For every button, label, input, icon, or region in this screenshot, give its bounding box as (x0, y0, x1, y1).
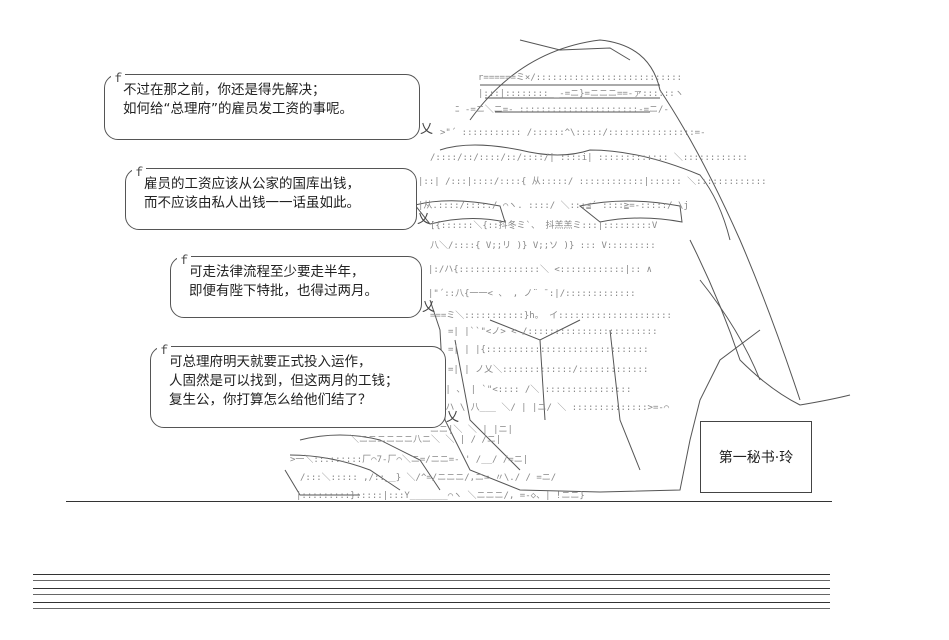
bubble-corner-mark: ｆ (157, 341, 172, 358)
svg-text:>"´ ::::::::::: /::::::^\:::::: >"´ ::::::::::: /::::::^\:::::/:::::::::… (440, 127, 706, 138)
bubble-corner-mark: ｆ (111, 69, 126, 86)
hair-strand-right (689, 239, 851, 406)
bubble-tail: 乂 (416, 212, 430, 227)
bottom-rule-5 (33, 602, 830, 603)
bottom-rule-3 (33, 588, 830, 589)
svg-text:ﾆ -=ニ＼ニ=- ::::::::::::::::::::: ﾆ -=ニ＼ニ=- ::::::::::::::::::::::-=ニ/- (455, 104, 669, 115)
bottom-rule-4 (33, 594, 830, 595)
bubble-4-line-1: 可总理府明天就要正式投入运作， (169, 354, 372, 370)
arm-left-2 (289, 454, 401, 491)
bubble-tail: 乂 (445, 410, 459, 425)
coat-left (454, 339, 521, 471)
svg-text:|:::|:::::::: _-=ニ}=ニニニ==-ァ:::: |:::|:::::::: _-=ニ}=ニニニ==-ァ::::::ヽ (478, 89, 684, 99)
sleeve (284, 469, 360, 496)
coat-right (609, 329, 641, 471)
svg-text:=| |``"<ノ> < /::::::::::::: =| |``"<ノ> < /:::::::::::::::::::::::: (448, 326, 657, 337)
svg-text:=| | |{:::::::::::::: =| | |{:::::::::::::::::::::::::::::: (448, 345, 648, 355)
svg-text:=| | ノ乂＼:::::::::::: =| | ノ乂＼:::::::::::::/::::::::::::: (448, 364, 648, 375)
bottom-rule-2 (33, 580, 830, 581)
svg-text:|从.::::/:::::/ ⌒ヽ. ::::/ ＼:::≦: |从.::::/:::::/ ⌒ヽ. ::::/ ＼:::≦´ ::::≧=-:… (418, 200, 689, 211)
svg-text:>一＼:::::::::厂⌒7-厂⌒＼ニ=/ニニ=-: >一＼:::::::::厂⌒7-厂⌒＼ニ=/ニニ=- ' /__/ /=ニ| (290, 454, 528, 465)
bubble-1-line-1: 不过在那之前，你还是得先解决； (123, 82, 326, 98)
bubble-corner-mark: ｆ (132, 163, 147, 180)
speech-bubble-2: ｆ 雇员的工资应该从公家的国库出钱， 而不应该由私人出钱一一话虽如此。 乂 (125, 163, 430, 230)
svg-text:|:::::::::}:::::|:::Y_______⌒ヽ: |:::::::::}:::::|:::Y_______⌒ヽ ＼ニニニ/, =-… (296, 490, 585, 501)
svg-text:=ハ \ 八___ ＼/ | |ニ/ ＼ ::: =ハ \ 八___ ＼/ | |ニ/ ＼ ::::::::::::::>=-⌒ (440, 402, 670, 413)
svg-text:/::::/::/::::/::/::::/| ::::i|: /::::/::/::::/::/::::/| ::::i| :::::::::… (430, 152, 748, 163)
ribbon (519, 39, 631, 61)
hair-outline (469, 39, 801, 401)
arm-left (299, 434, 441, 491)
bottom-rule-1 (33, 574, 830, 575)
svg-text:[{::::::＼{::抖冬ミ`、 抖羔羔ミ:::|::::: [{::::::＼{::抖冬ミ`、 抖羔羔ミ:::|:::::::::V (430, 219, 658, 231)
right-eye (578, 200, 683, 223)
bubble-3-line-1: 可走法律流程至少要走半年， (189, 264, 365, 280)
svg-text:＼ニニニニニニ八ニ＼ ＼ | / /ニ|: ＼ニニニニニニ八ニ＼ ＼ | / /ニ| (350, 434, 501, 445)
face-outline (439, 144, 731, 241)
svg-text:r======ミ×/::::::::::::::::::::: r======ミ×/::::::::::::::::::::::::::: (478, 73, 682, 83)
bubble-corner-mark: ｆ (177, 251, 192, 268)
svg-text:|::| /:::|::::/::::{ 从:::::/: |::| /:::|::::/::::{ 从:::::/ :::::::::::… (418, 176, 767, 187)
bubble-2-line-1: 雇员的工资应该从公家的国库出钱， (144, 176, 360, 192)
svg-text:/:::＼::::: ,/::__} ＼/^=/ニニニ/,: /:::＼::::: ,/::__} ＼/^=/ニニニ/,ニ= 〃\./ / =… (300, 472, 556, 483)
bubble-tail: 乂 (419, 122, 433, 137)
speech-bubble-3: ｆ 可走法律流程至少要走半年， 即便有陛下特批，也得过两月。 乂 (170, 251, 435, 318)
bubble-4-line-2: 人固然是可以找到，但这两月的工钱； (169, 373, 399, 389)
svg-text:|:/ハ{:::::::::::::::＼ <: |:/ハ{:::::::::::::::＼ <::::::::::::|:: ∧ (428, 264, 652, 275)
collar (489, 319, 581, 421)
svg-text:=| 、 | `"<:::: /＼: =| 、 | `"<:::: /＼ :::::::::::::::: (440, 384, 631, 395)
left-eye (414, 200, 506, 225)
bubble-3-line-2: 即便有陛下特批，也得过两月。 (189, 283, 378, 299)
hair-strand-right-2 (699, 279, 761, 381)
bubble-2-line-2: 而不应该由私人出钱一一话虽如此。 (144, 195, 360, 211)
bubble-4-line-3: 复生公，你打算怎么给他们结了？ (169, 392, 372, 408)
bottom-rule-6 (33, 608, 830, 609)
svg-text:===ミ＼:::::::::::}h。: ===ミ＼:::::::::::}h。 イ:::::::::::::::::::… (430, 310, 672, 321)
svg-text:|"´::八{一一< 、 , ノ¨ ̄ :: |"´::八{一一< 、 , ノ¨ ̄ :|/::::::::::::: (428, 288, 636, 299)
ground-line (66, 501, 832, 502)
speaker-nameplate: 第一秘书·玲 (700, 421, 812, 493)
hair-outline-inner (480, 84, 660, 113)
svg-text:ニニ|＼ ＼ | |ニ|: ニニ|＼ ＼ | |ニ| (430, 424, 513, 435)
speaker-name: 第一秘书·玲 (718, 450, 794, 466)
speech-bubble-4: ｆ 可总理府明天就要正式投入运作， 人固然是可以找到，但这两月的工钱； 复生公，… (150, 341, 459, 428)
bubble-1-line-2: 如何给“总理府”的雇员发工资的事呢。 (123, 101, 353, 117)
svg-text:八＼/::::{ V;;リ )} V;;ソ ): 八＼/::::{ V;;リ )} V;;ソ )} ::: V::::::::: (430, 240, 656, 251)
speech-bubble-1: ｆ 不过在那之前，你还是得先解决； 如何给“总理府”的雇员发工资的事呢。 乂 (104, 69, 433, 140)
bubble-tail: 乂 (421, 300, 435, 315)
